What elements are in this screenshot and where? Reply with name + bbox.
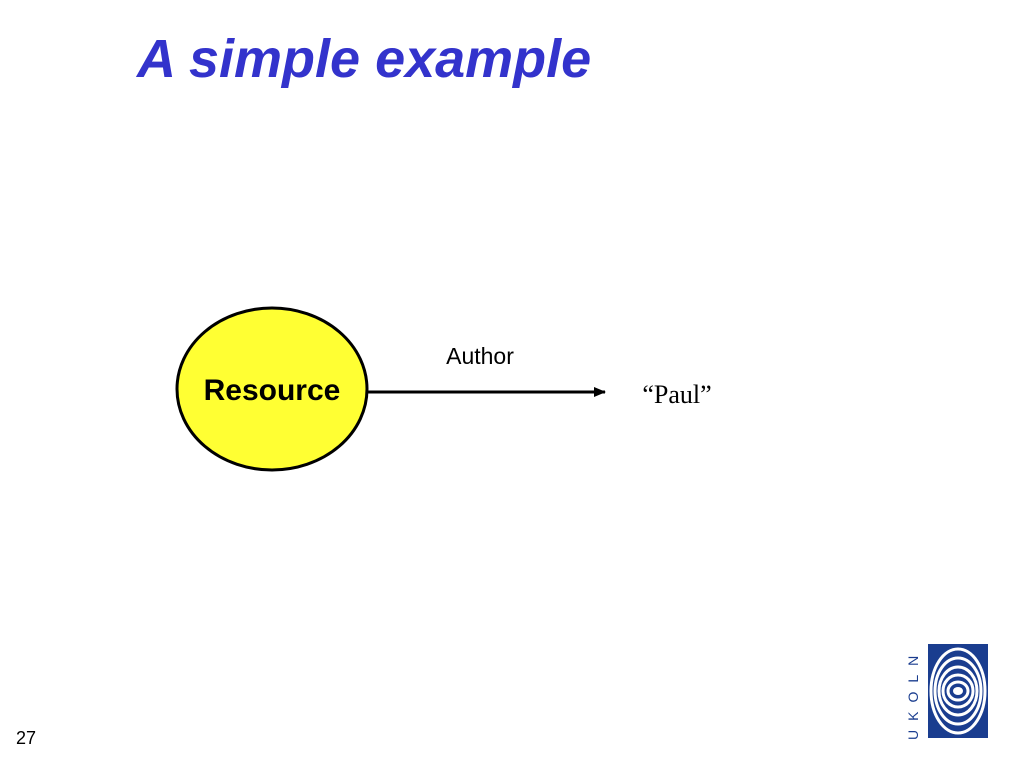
author-arc-label: Author bbox=[446, 343, 514, 369]
ukoln-logo: UKOLN bbox=[905, 644, 988, 740]
resource-node-label: Resource bbox=[204, 374, 341, 407]
ukoln-eye-pupil bbox=[953, 687, 963, 695]
slide-title: A simple example bbox=[137, 29, 592, 89]
ukoln-eye-icon bbox=[929, 647, 987, 735]
ukoln-logo-lettering: UKOLN bbox=[905, 647, 921, 740]
page-number: 27 bbox=[16, 728, 37, 748]
literal-value-label: “Paul” bbox=[642, 380, 711, 409]
resource-node bbox=[175, 306, 369, 472]
